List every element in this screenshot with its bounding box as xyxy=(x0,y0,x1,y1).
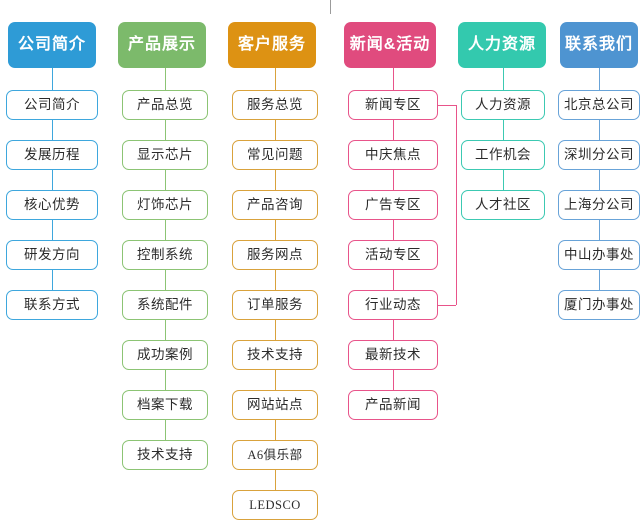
connector-line xyxy=(165,320,167,340)
column-header-customer-service[interactable]: 客户服务 xyxy=(228,22,316,68)
connector-line xyxy=(503,170,505,190)
bracket-line-bottom xyxy=(438,305,456,307)
sitemap-node-product-showcase-3[interactable]: 控制系统 xyxy=(122,240,208,270)
sitemap-node-company-profile-3[interactable]: 研发方向 xyxy=(6,240,98,270)
sitemap-node-company-profile-1[interactable]: 发展历程 xyxy=(6,140,98,170)
sitemap-node-human-resources-1[interactable]: 工作机会 xyxy=(461,140,545,170)
sitemap-node-customer-service-2[interactable]: 产品咨询 xyxy=(232,190,318,220)
connector-line xyxy=(393,270,395,290)
connector-line xyxy=(165,170,167,190)
sitemap-node-product-showcase-5[interactable]: 成功案例 xyxy=(122,340,208,370)
sitemap-node-customer-service-6[interactable]: 网站站点 xyxy=(232,390,318,420)
sitemap-node-customer-service-0[interactable]: 服务总览 xyxy=(232,90,318,120)
connector-line xyxy=(393,120,395,140)
sitemap-node-company-profile-4[interactable]: 联系方式 xyxy=(6,290,98,320)
sitemap-node-news-events-1[interactable]: 中庆焦点 xyxy=(348,140,438,170)
connector-line xyxy=(275,420,277,440)
connector-line xyxy=(275,370,277,390)
connector-line xyxy=(275,270,277,290)
connector-line xyxy=(275,320,277,340)
connector-line xyxy=(52,270,54,290)
sitemap-node-news-events-4[interactable]: 行业动态 xyxy=(348,290,438,320)
connector-line xyxy=(52,170,54,190)
connector-line xyxy=(52,68,54,90)
sitemap-node-product-showcase-2[interactable]: 灯饰芯片 xyxy=(122,190,208,220)
bracket-line-vertical xyxy=(456,105,458,305)
sitemap-node-customer-service-1[interactable]: 常见问题 xyxy=(232,140,318,170)
connector-line xyxy=(503,120,505,140)
sitemap-node-news-events-0[interactable]: 新闻专区 xyxy=(348,90,438,120)
connector-line xyxy=(275,68,277,90)
column-header-human-resources[interactable]: 人力资源 xyxy=(458,22,546,68)
sitemap-node-news-events-2[interactable]: 广告专区 xyxy=(348,190,438,220)
connector-line xyxy=(165,420,167,440)
sitemap-node-product-showcase-7[interactable]: 技术支持 xyxy=(122,440,208,470)
connector-line xyxy=(165,68,167,90)
connector-line xyxy=(393,170,395,190)
sitemap-node-customer-service-7[interactable]: A6俱乐部 xyxy=(232,440,318,470)
sitemap-node-product-showcase-0[interactable]: 产品总览 xyxy=(122,90,208,120)
sitemap-node-human-resources-0[interactable]: 人力资源 xyxy=(461,90,545,120)
sitemap-node-product-showcase-6[interactable]: 档案下载 xyxy=(122,390,208,420)
sitemap-node-news-events-5[interactable]: 最新技术 xyxy=(348,340,438,370)
sitemap-node-customer-service-8[interactable]: LEDSCO xyxy=(232,490,318,520)
sitemap-node-contact-us-3[interactable]: 中山办事处 xyxy=(558,240,640,270)
column-header-contact-us[interactable]: 联系我们 xyxy=(560,22,638,68)
connector-line xyxy=(393,320,395,340)
connector-line xyxy=(165,370,167,390)
connector-line xyxy=(393,220,395,240)
sitemap-node-company-profile-2[interactable]: 核心优势 xyxy=(6,190,98,220)
connector-line xyxy=(52,120,54,140)
sitemap-node-product-showcase-1[interactable]: 显示芯片 xyxy=(122,140,208,170)
connector-line xyxy=(165,120,167,140)
top-tick-mark xyxy=(330,0,331,14)
column-header-news-events[interactable]: 新闻&活动 xyxy=(344,22,436,68)
connector-line xyxy=(393,68,395,90)
sitemap-node-contact-us-2[interactable]: 上海分公司 xyxy=(558,190,640,220)
connector-line xyxy=(275,220,277,240)
connector-line xyxy=(275,470,277,490)
connector-line xyxy=(599,170,601,190)
sitemap-node-product-showcase-4[interactable]: 系统配件 xyxy=(122,290,208,320)
connector-line xyxy=(52,220,54,240)
connector-line xyxy=(393,370,395,390)
sitemap-node-news-events-6[interactable]: 产品新闻 xyxy=(348,390,438,420)
sitemap-node-contact-us-1[interactable]: 深圳分公司 xyxy=(558,140,640,170)
connector-line xyxy=(599,270,601,290)
sitemap-node-human-resources-2[interactable]: 人才社区 xyxy=(461,190,545,220)
sitemap-node-customer-service-4[interactable]: 订单服务 xyxy=(232,290,318,320)
connector-line xyxy=(275,120,277,140)
bracket-line-top xyxy=(438,105,456,107)
sitemap-node-news-events-3[interactable]: 活动专区 xyxy=(348,240,438,270)
sitemap-node-customer-service-3[interactable]: 服务网点 xyxy=(232,240,318,270)
column-header-product-showcase[interactable]: 产品展示 xyxy=(118,22,206,68)
connector-line xyxy=(165,270,167,290)
connector-line xyxy=(599,220,601,240)
sitemap-node-customer-service-5[interactable]: 技术支持 xyxy=(232,340,318,370)
connector-line xyxy=(599,68,601,90)
connector-line xyxy=(503,68,505,90)
sitemap-node-contact-us-4[interactable]: 厦门办事处 xyxy=(558,290,640,320)
connector-line xyxy=(275,170,277,190)
sitemap-node-company-profile-0[interactable]: 公司简介 xyxy=(6,90,98,120)
column-header-company-profile[interactable]: 公司简介 xyxy=(8,22,96,68)
sitemap-node-contact-us-0[interactable]: 北京总公司 xyxy=(558,90,640,120)
connector-line xyxy=(599,120,601,140)
connector-line xyxy=(165,220,167,240)
